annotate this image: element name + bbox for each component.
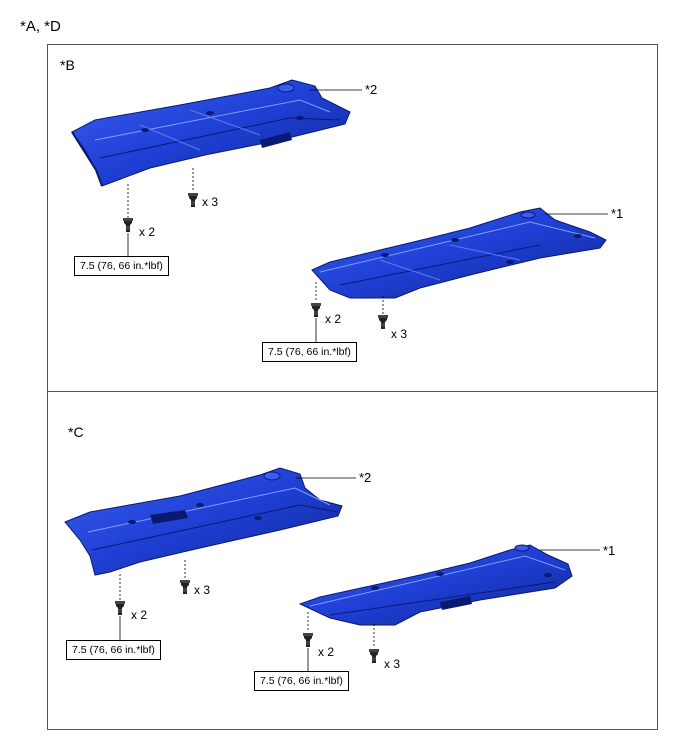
torque-spec-box: 7.5 (76, 66 in.*lbf) bbox=[254, 671, 349, 691]
bolt-quantity: x 3 bbox=[202, 195, 219, 209]
torque-spec-box: 7.5 (76, 66 in.*lbf) bbox=[262, 342, 357, 362]
torque-spec-box: 7.5 (76, 66 in.*lbf) bbox=[74, 256, 169, 276]
callout-part-1: *1 bbox=[611, 206, 624, 221]
callout-part-2: *2 bbox=[359, 470, 372, 485]
under-cover-part-2-bottom bbox=[64, 467, 343, 576]
bolt-quantity: x 3 bbox=[391, 327, 408, 341]
callout-part-2: *2 bbox=[365, 82, 378, 97]
bolt-quantity: x 2 bbox=[318, 645, 335, 659]
torque-spec-box: 7.5 (76, 66 in.*lbf) bbox=[66, 640, 161, 660]
header-label: *A, *D bbox=[20, 18, 61, 35]
bolt-quantity: x 2 bbox=[139, 225, 156, 239]
under-cover-part-1-top bbox=[311, 207, 607, 299]
bolt-quantity: x 3 bbox=[194, 583, 211, 597]
callout-part-1: *1 bbox=[603, 543, 616, 558]
panel-label-c: *C bbox=[68, 424, 84, 440]
under-cover-part-2-top bbox=[71, 79, 351, 187]
bolt-quantity: x 2 bbox=[131, 608, 148, 622]
bolt-quantity: x 3 bbox=[384, 657, 401, 671]
bolt-quantity: x 2 bbox=[325, 312, 342, 326]
panel-c: *C bbox=[47, 391, 658, 730]
panel-label-b: *B bbox=[60, 57, 75, 73]
under-cover-part-1-bottom bbox=[298, 544, 573, 626]
